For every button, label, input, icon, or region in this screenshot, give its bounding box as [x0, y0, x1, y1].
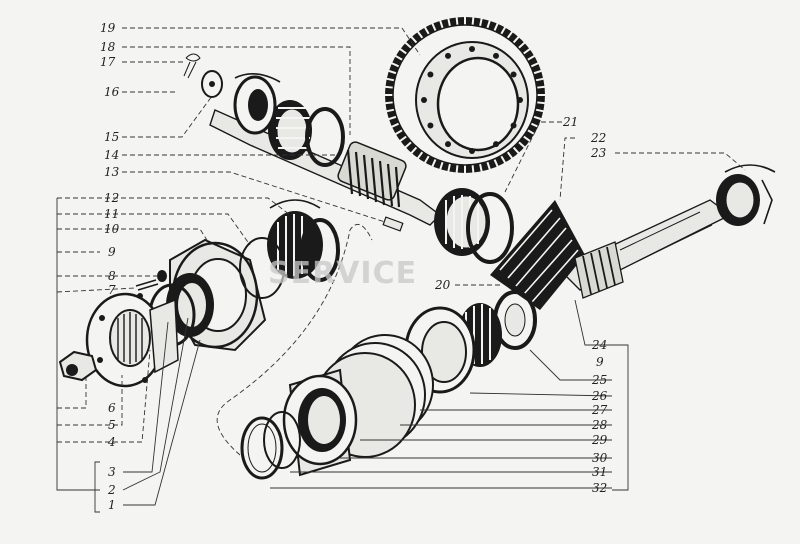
label-19: 19: [100, 21, 116, 35]
label-20: 20: [434, 278, 451, 292]
label-27: 27: [591, 403, 608, 417]
label-9-right: 9: [596, 355, 604, 369]
label-9-left: 9: [108, 245, 116, 259]
label-11: 11: [104, 207, 119, 221]
label-6: 6: [108, 401, 116, 415]
ring-gear: [381, 13, 549, 177]
leader-lines-left: [56, 27, 421, 513]
label-1: 1: [108, 498, 116, 512]
label-21: 21: [562, 115, 578, 129]
label-31: 31: [592, 465, 607, 479]
label-22: 22: [590, 131, 606, 145]
output-flange-assembly: [58, 199, 340, 388]
label-17: 17: [100, 55, 116, 69]
label-29: 29: [591, 433, 608, 447]
label-15: 15: [104, 130, 119, 144]
intermediate-shaft: [183, 53, 514, 264]
part-number-labels: 19 18 17 16 15 14 13 12 11 10 9 8 7 6 5 …: [100, 21, 608, 512]
label-3: 3: [108, 465, 116, 479]
label-30: 30: [592, 451, 608, 465]
label-24: 24: [591, 338, 607, 352]
label-25: 25: [591, 373, 607, 387]
label-14: 14: [104, 148, 119, 162]
lower-housing: [216, 223, 434, 480]
watermark-text: SERVICE: [268, 256, 417, 291]
drive-pinion-shaft: [490, 164, 776, 310]
label-8: 8: [108, 269, 116, 283]
label-18: 18: [100, 40, 116, 54]
leader-lines-right: [270, 121, 746, 491]
label-13: 13: [104, 165, 120, 179]
label-4: 4: [107, 435, 116, 449]
label-28: 28: [591, 418, 608, 432]
label-2: 2: [107, 483, 116, 497]
label-5: 5: [108, 418, 116, 432]
label-26: 26: [591, 389, 608, 403]
label-7: 7: [108, 283, 116, 297]
label-12: 12: [104, 191, 119, 205]
label-23: 23: [590, 146, 607, 160]
label-32: 32: [592, 481, 607, 495]
label-16: 16: [104, 85, 120, 99]
label-10: 10: [104, 222, 120, 236]
